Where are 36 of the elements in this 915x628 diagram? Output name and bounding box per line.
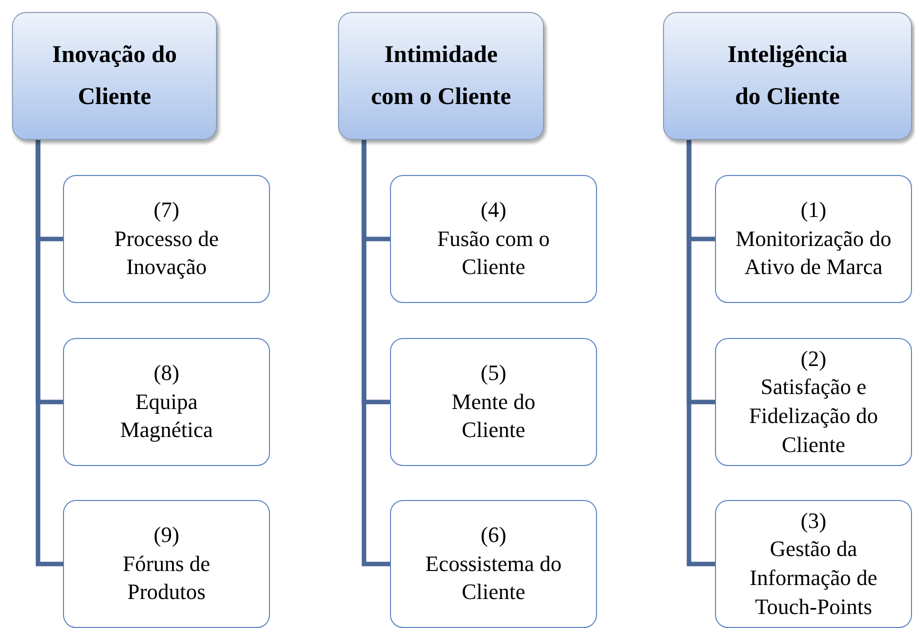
header-box xyxy=(338,12,544,140)
item-label: Fóruns de Produtos xyxy=(122,550,212,606)
item-box xyxy=(715,175,912,303)
item-label: Monitorização do Ativo de Marca xyxy=(734,224,892,282)
item-label: Equipa Magnética xyxy=(119,388,214,444)
header-title: Inteligência do Cliente xyxy=(726,41,848,112)
item-label: Processo de Inovação xyxy=(113,224,220,282)
item-number: (8) xyxy=(154,359,180,388)
item-box xyxy=(63,175,270,303)
item-number: (5) xyxy=(480,359,506,388)
item-label: Gestão da Informação de Touch-Points xyxy=(748,535,878,621)
item-number: (9) xyxy=(154,521,180,550)
item-box xyxy=(390,175,597,303)
item-number: (7) xyxy=(154,196,180,224)
item-box xyxy=(63,500,270,628)
item-box xyxy=(390,500,597,628)
item-number: (2) xyxy=(800,344,826,373)
header-title: Intimidade com o Cliente xyxy=(370,41,512,112)
item-box xyxy=(715,500,912,628)
header-title: Inovação do Cliente xyxy=(51,41,178,112)
item-number: (6) xyxy=(480,521,506,550)
item-box xyxy=(715,338,912,466)
item-box xyxy=(390,338,597,466)
item-label: Ecossistema do Cliente xyxy=(424,550,563,606)
item-label: Mente do Cliente xyxy=(450,388,536,444)
item-box xyxy=(63,338,270,466)
item-label: Fusão com o Cliente xyxy=(436,224,551,282)
header-box xyxy=(663,12,912,140)
connector-line xyxy=(362,140,390,566)
item-number: (1) xyxy=(800,196,826,224)
connector-line xyxy=(36,140,63,566)
item-number: (4) xyxy=(480,196,506,224)
item-number: (3) xyxy=(800,506,826,535)
connector-line xyxy=(686,140,715,566)
item-label: Satisfação e Fidelização do Cliente xyxy=(748,373,879,459)
header-box xyxy=(12,12,217,140)
